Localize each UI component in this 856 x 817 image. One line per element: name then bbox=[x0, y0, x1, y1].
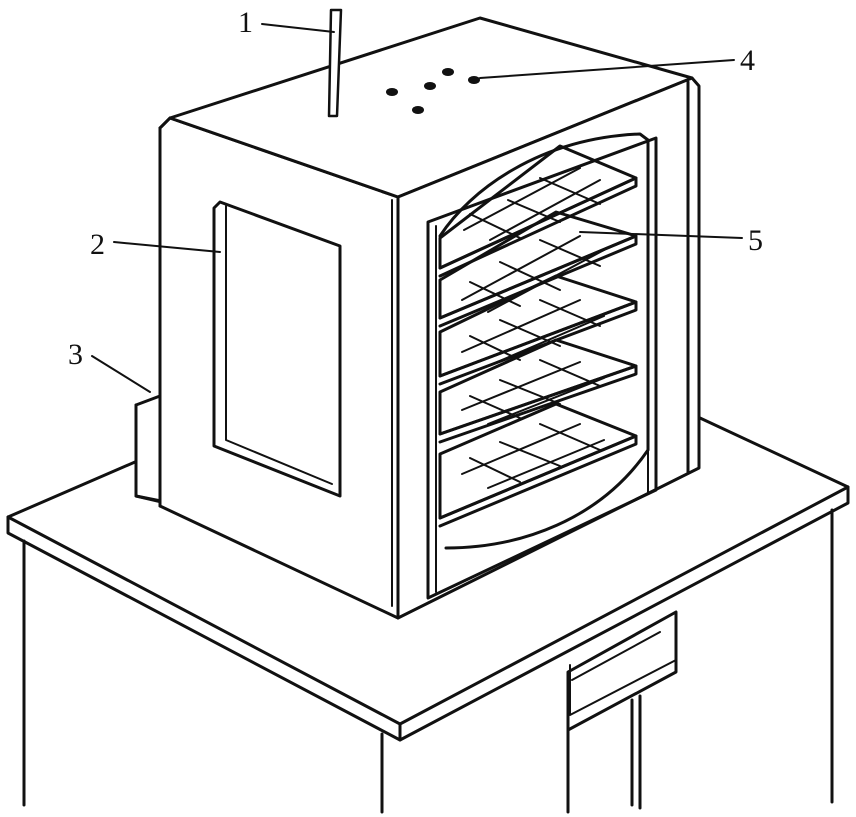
leader-1 bbox=[261, 23, 335, 33]
cabinet bbox=[134, 16, 701, 620]
label-1: 1 bbox=[238, 6, 253, 39]
leader-2 bbox=[113, 241, 221, 253]
shelves bbox=[438, 144, 638, 528]
shelf-4 bbox=[438, 338, 638, 444]
leader-4 bbox=[479, 59, 735, 79]
label-5: 5 bbox=[748, 224, 763, 257]
control-dot bbox=[468, 76, 480, 84]
control-dot bbox=[424, 82, 436, 90]
callout-labels: 1 2 3 4 5 bbox=[68, 6, 763, 371]
control-dot bbox=[442, 68, 454, 76]
label-4: 4 bbox=[740, 44, 755, 77]
leader-lines bbox=[91, 23, 743, 393]
leader-3 bbox=[91, 355, 151, 393]
control-dot bbox=[386, 88, 398, 96]
bench-drawer bbox=[566, 610, 678, 814]
label-2: 2 bbox=[90, 228, 105, 261]
control-dot bbox=[412, 106, 424, 114]
label-3: 3 bbox=[68, 338, 83, 371]
probe-rod bbox=[327, 8, 343, 118]
control-dots bbox=[386, 68, 480, 114]
door-frame bbox=[426, 136, 658, 600]
leader-5 bbox=[579, 231, 743, 239]
side-window bbox=[212, 200, 342, 498]
shelf-5 bbox=[438, 402, 638, 528]
chamber-oval bbox=[438, 132, 650, 550]
